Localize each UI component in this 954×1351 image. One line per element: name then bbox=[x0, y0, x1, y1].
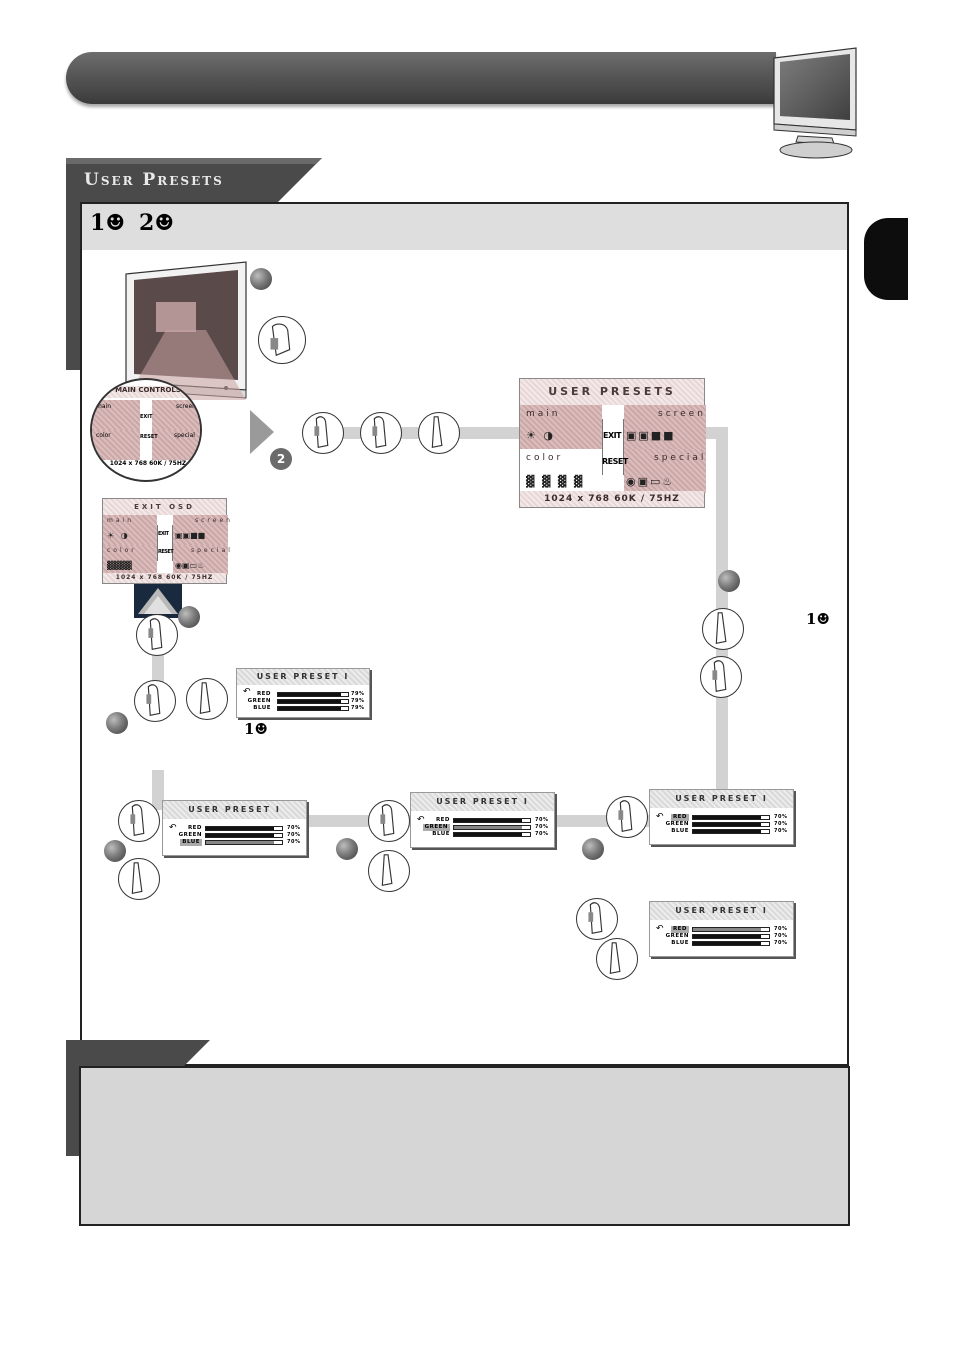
step-1-badge bbox=[250, 268, 272, 290]
magnifier-circle: MAIN CONTROLS main screen color special … bbox=[90, 378, 202, 482]
osd-user-main-icons: ☀ ◑ bbox=[526, 429, 555, 442]
osd-user-exit: EXIT bbox=[603, 431, 622, 440]
magnifier-caption: MAIN CONTROLS bbox=[92, 386, 200, 398]
finger-button-right-2 bbox=[700, 656, 742, 698]
osd-exit-caption: EXIT OSD bbox=[103, 499, 226, 515]
user-preset-d-caption: USER PRESET I bbox=[650, 790, 793, 808]
finger-button-3 bbox=[418, 412, 460, 454]
finger-button-bottom-3 bbox=[368, 800, 410, 842]
finger-button-bottom-6 bbox=[576, 898, 618, 940]
user-preset-c-caption: USER PRESET I bbox=[411, 793, 554, 811]
finger-button-right-1 bbox=[702, 608, 744, 650]
connector-left-lower bbox=[152, 770, 164, 810]
mag-reset: RESET bbox=[140, 434, 158, 440]
finger-button-1 bbox=[302, 412, 344, 454]
user-preset-e-caption: USER PRESET I bbox=[650, 902, 793, 920]
step-badge-bottom-3 bbox=[582, 838, 604, 860]
finger-press-icon bbox=[258, 316, 306, 364]
osd-user-caption: USER PRESETS bbox=[520, 379, 704, 405]
osd-exit: EXIT OSD main screen color special EXIT … bbox=[102, 498, 230, 584]
finger-button-bottom-4 bbox=[368, 850, 410, 892]
osd-exit-exit: EXIT bbox=[158, 531, 169, 537]
back-icon: ↶ bbox=[417, 815, 425, 825]
note-panel bbox=[79, 1066, 850, 1226]
osd-exit-label-color: color bbox=[107, 547, 137, 554]
section-title: User Presets bbox=[84, 170, 224, 190]
mag-exit: EXIT bbox=[140, 414, 153, 420]
note-tab bbox=[66, 1040, 210, 1070]
finger-button-2 bbox=[360, 412, 402, 454]
osd-exit-footer: 1024 x 768 60K / 75HZ bbox=[103, 573, 226, 583]
side-tab bbox=[864, 218, 908, 300]
osd-exit-special-icons: ◉▣▭♨ bbox=[175, 561, 205, 570]
preset-1-icon-right: 1☻ bbox=[806, 610, 830, 628]
preset-1-icon: 1☻ bbox=[90, 210, 126, 236]
title-strip bbox=[82, 204, 847, 250]
up-button bbox=[134, 584, 182, 618]
user-preset-a-caption: USER PRESET I bbox=[237, 669, 369, 685]
preset-icons: 1☻ 2☻ bbox=[90, 210, 174, 236]
preset-1-icon-box-a: 1☻ bbox=[244, 720, 268, 738]
osd-exit-label-main: main bbox=[107, 517, 134, 524]
finger-button-bottom-2 bbox=[118, 858, 160, 900]
osd-user-reset: RESET bbox=[602, 457, 628, 466]
section-tab bbox=[66, 158, 322, 202]
finger-button-bottom-7 bbox=[596, 938, 638, 980]
osd-user-screen-icons: ▣▣■■ bbox=[626, 429, 676, 442]
finger-button-left-1 bbox=[136, 614, 178, 656]
finger-button-bottom-5 bbox=[606, 796, 648, 838]
left-stripe bbox=[66, 200, 82, 370]
osd-exit-label-special: special bbox=[191, 547, 233, 554]
osd-user-label-color: color bbox=[526, 453, 564, 463]
mag-label-screen: screen bbox=[176, 403, 196, 410]
osd-exit-screen-icons: ▣▣■■ bbox=[175, 531, 206, 540]
step-badge-bottom-1 bbox=[104, 840, 126, 862]
step-badge-left-2 bbox=[106, 712, 128, 734]
monitor-icon bbox=[773, 47, 857, 159]
osd-exit-color-icons: ▓▓▓▓ bbox=[107, 561, 132, 570]
back-icon: ↶ bbox=[243, 687, 251, 697]
finger-button-left-3 bbox=[186, 678, 228, 720]
arrow-right-icon bbox=[250, 410, 274, 454]
osd-user-special-icons: ◉▣▭♨ bbox=[626, 475, 675, 488]
mag-footer: 1024 x 768 60K / 75HZ bbox=[109, 460, 187, 467]
osd-user-footer: 1024 x 768 60K / 75HZ bbox=[520, 491, 704, 507]
preset-2-icon: 2☻ bbox=[139, 210, 175, 236]
finger-button-bottom-1 bbox=[118, 800, 160, 842]
osd-exit-main-icons: ☀ ◑ bbox=[107, 531, 130, 540]
osd-user-label-main: main bbox=[526, 409, 561, 419]
mag-label-special: special bbox=[174, 432, 195, 439]
mag-label-color: color bbox=[96, 432, 111, 439]
osd-user-label-screen: screen bbox=[658, 409, 706, 419]
step-badge-bottom-2 bbox=[336, 838, 358, 860]
mag-label-main: main bbox=[96, 403, 111, 410]
step-badge-left bbox=[178, 606, 200, 628]
user-preset-b-caption: USER PRESET I bbox=[163, 801, 306, 819]
step-badge-right bbox=[718, 570, 740, 592]
back-icon: ↶ bbox=[169, 823, 177, 833]
osd-exit-reset: RESET bbox=[158, 549, 174, 555]
step-2-badge: 2 bbox=[270, 448, 292, 470]
osd-user-color-icons: ▓ ▓ ▓ ▓ bbox=[526, 475, 585, 488]
back-icon: ↶ bbox=[656, 812, 664, 822]
header-bar bbox=[66, 52, 776, 104]
osd-user-label-special: special bbox=[654, 453, 707, 463]
back-icon: ↶ bbox=[656, 924, 664, 934]
osd-user-presets: USER PRESETS main screen color special E… bbox=[519, 378, 707, 508]
finger-button-left-2 bbox=[134, 680, 176, 722]
osd-exit-label-screen: screen bbox=[195, 517, 233, 524]
note-stripe bbox=[66, 1066, 80, 1156]
